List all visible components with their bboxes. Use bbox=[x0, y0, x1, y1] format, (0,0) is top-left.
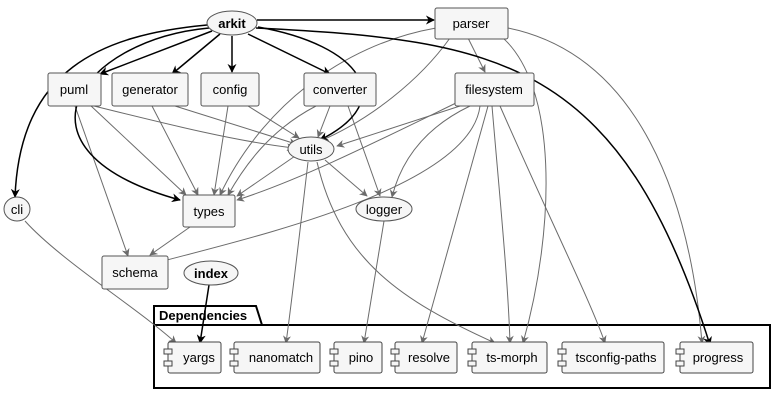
node-utils[interactable]: utils bbox=[287, 136, 335, 162]
node-label: config bbox=[213, 82, 248, 97]
node-label: puml bbox=[60, 82, 88, 97]
node-cli[interactable]: cli bbox=[3, 196, 31, 222]
component-nanomatch[interactable]: nanomatch bbox=[229, 341, 321, 374]
bold-edges bbox=[10, 15, 712, 346]
node-label: logger bbox=[366, 202, 403, 217]
component-label: nanomatch bbox=[249, 350, 313, 365]
node-label: index bbox=[194, 266, 229, 281]
node-config[interactable]: config bbox=[200, 72, 260, 107]
component-resolve[interactable]: resolve bbox=[390, 341, 458, 374]
node-types[interactable]: types bbox=[182, 194, 236, 228]
component-label: yargs bbox=[183, 350, 215, 365]
component-yargs[interactable]: yargs bbox=[163, 341, 222, 374]
node-label: generator bbox=[122, 82, 178, 97]
node-converter[interactable]: converter bbox=[303, 72, 377, 107]
node-puml[interactable]: puml bbox=[47, 72, 102, 107]
node-parser[interactable]: parser bbox=[434, 7, 509, 40]
node-label: parser bbox=[453, 16, 491, 31]
node-label: utils bbox=[299, 142, 323, 157]
node-label: types bbox=[193, 204, 225, 219]
component-label: resolve bbox=[408, 350, 450, 365]
node-label: cli bbox=[11, 202, 23, 217]
node-schema[interactable]: schema bbox=[101, 255, 169, 290]
component-label: tsconfig-paths bbox=[576, 350, 657, 365]
node-label: converter bbox=[313, 82, 368, 97]
package-title: Dependencies bbox=[159, 308, 247, 323]
node-generator[interactable]: generator bbox=[111, 72, 189, 107]
component-pino[interactable]: pino bbox=[329, 341, 383, 374]
component-progress[interactable]: progress bbox=[675, 341, 754, 374]
node-label: filesystem bbox=[465, 82, 523, 97]
thin-edges bbox=[24, 27, 706, 344]
component-label: pino bbox=[349, 350, 374, 365]
component-ts-morph[interactable]: ts-morph bbox=[467, 341, 548, 374]
node-arkit[interactable]: arkit bbox=[206, 10, 258, 36]
node-index[interactable]: index bbox=[183, 260, 239, 286]
component-label: ts-morph bbox=[486, 350, 537, 365]
node-filesystem[interactable]: filesystem bbox=[454, 72, 535, 107]
component-label: progress bbox=[693, 350, 744, 365]
component-tsconfig-paths[interactable]: tsconfig-paths bbox=[557, 341, 665, 374]
node-logger[interactable]: logger bbox=[355, 196, 413, 222]
node-label: arkit bbox=[218, 16, 246, 31]
node-label: schema bbox=[112, 265, 158, 280]
